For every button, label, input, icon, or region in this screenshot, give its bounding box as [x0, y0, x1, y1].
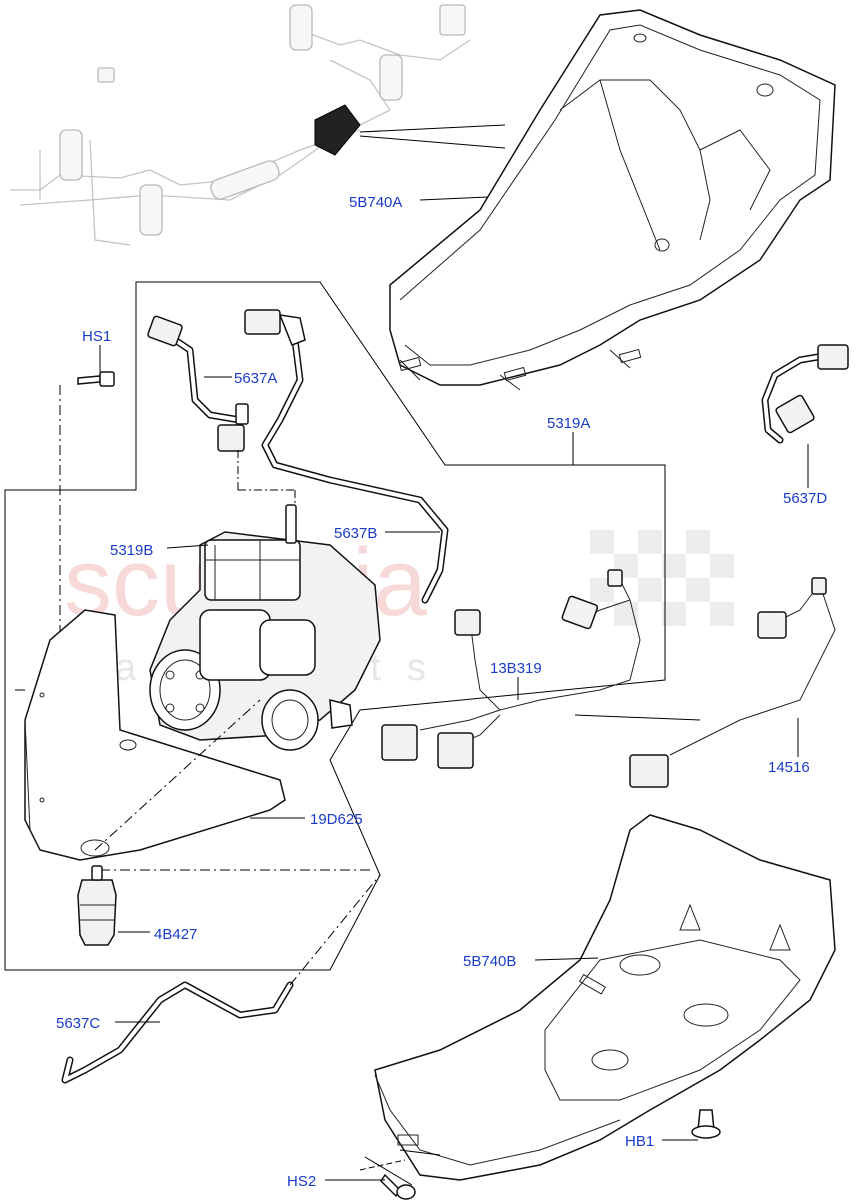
callout-4b427[interactable]: 4B427 — [154, 926, 197, 943]
compressor-5319b — [149, 450, 381, 751]
cover-5b740b — [374, 814, 836, 1181]
exploded-group-outline — [4, 281, 666, 971]
callout-19d625[interactable]: 19D625 — [310, 811, 363, 828]
callout-5319b[interactable]: 5319B — [110, 542, 153, 559]
cover-5b740a — [389, 9, 836, 391]
hose-5637b — [244, 309, 449, 604]
callout-5637c[interactable]: 5637C — [56, 1015, 100, 1032]
bolt-hs2 — [359, 1149, 441, 1200]
callout-5b740a[interactable]: 5B740A — [349, 194, 402, 211]
harness-13b319 — [381, 569, 641, 769]
callout-hs1[interactable]: HS1 — [82, 328, 111, 345]
callout-labels: 5B740A HS1 5637A 5319A 5637D 5319B 5637B… — [56, 194, 827, 1190]
callout-5637a[interactable]: 5637A — [234, 370, 277, 387]
callout-5637b[interactable]: 5637B — [334, 525, 377, 542]
callout-13b319[interactable]: 13B319 — [490, 660, 542, 677]
bracket-19d625 — [15, 609, 370, 871]
leader-lines — [99, 196, 809, 1181]
hose-5637d — [761, 344, 849, 444]
callout-5637d[interactable]: 5637D — [783, 490, 827, 507]
isolator-4b427 — [77, 865, 117, 946]
callout-5319a[interactable]: 5319A — [547, 415, 590, 432]
callout-hb1[interactable]: HB1 — [625, 1133, 654, 1150]
hose-5637a — [147, 315, 249, 452]
checkered-flag-icon — [590, 530, 734, 626]
callout-5b740b[interactable]: 5B740B — [463, 953, 516, 970]
hose-5637c — [61, 874, 381, 1084]
harness-14516 — [629, 577, 836, 788]
callout-14516[interactable]: 14516 — [768, 759, 810, 776]
vehicle-overview-inset — [10, 4, 506, 246]
callout-hs2[interactable]: HS2 — [287, 1173, 316, 1190]
fastener-hb1 — [691, 1109, 721, 1139]
